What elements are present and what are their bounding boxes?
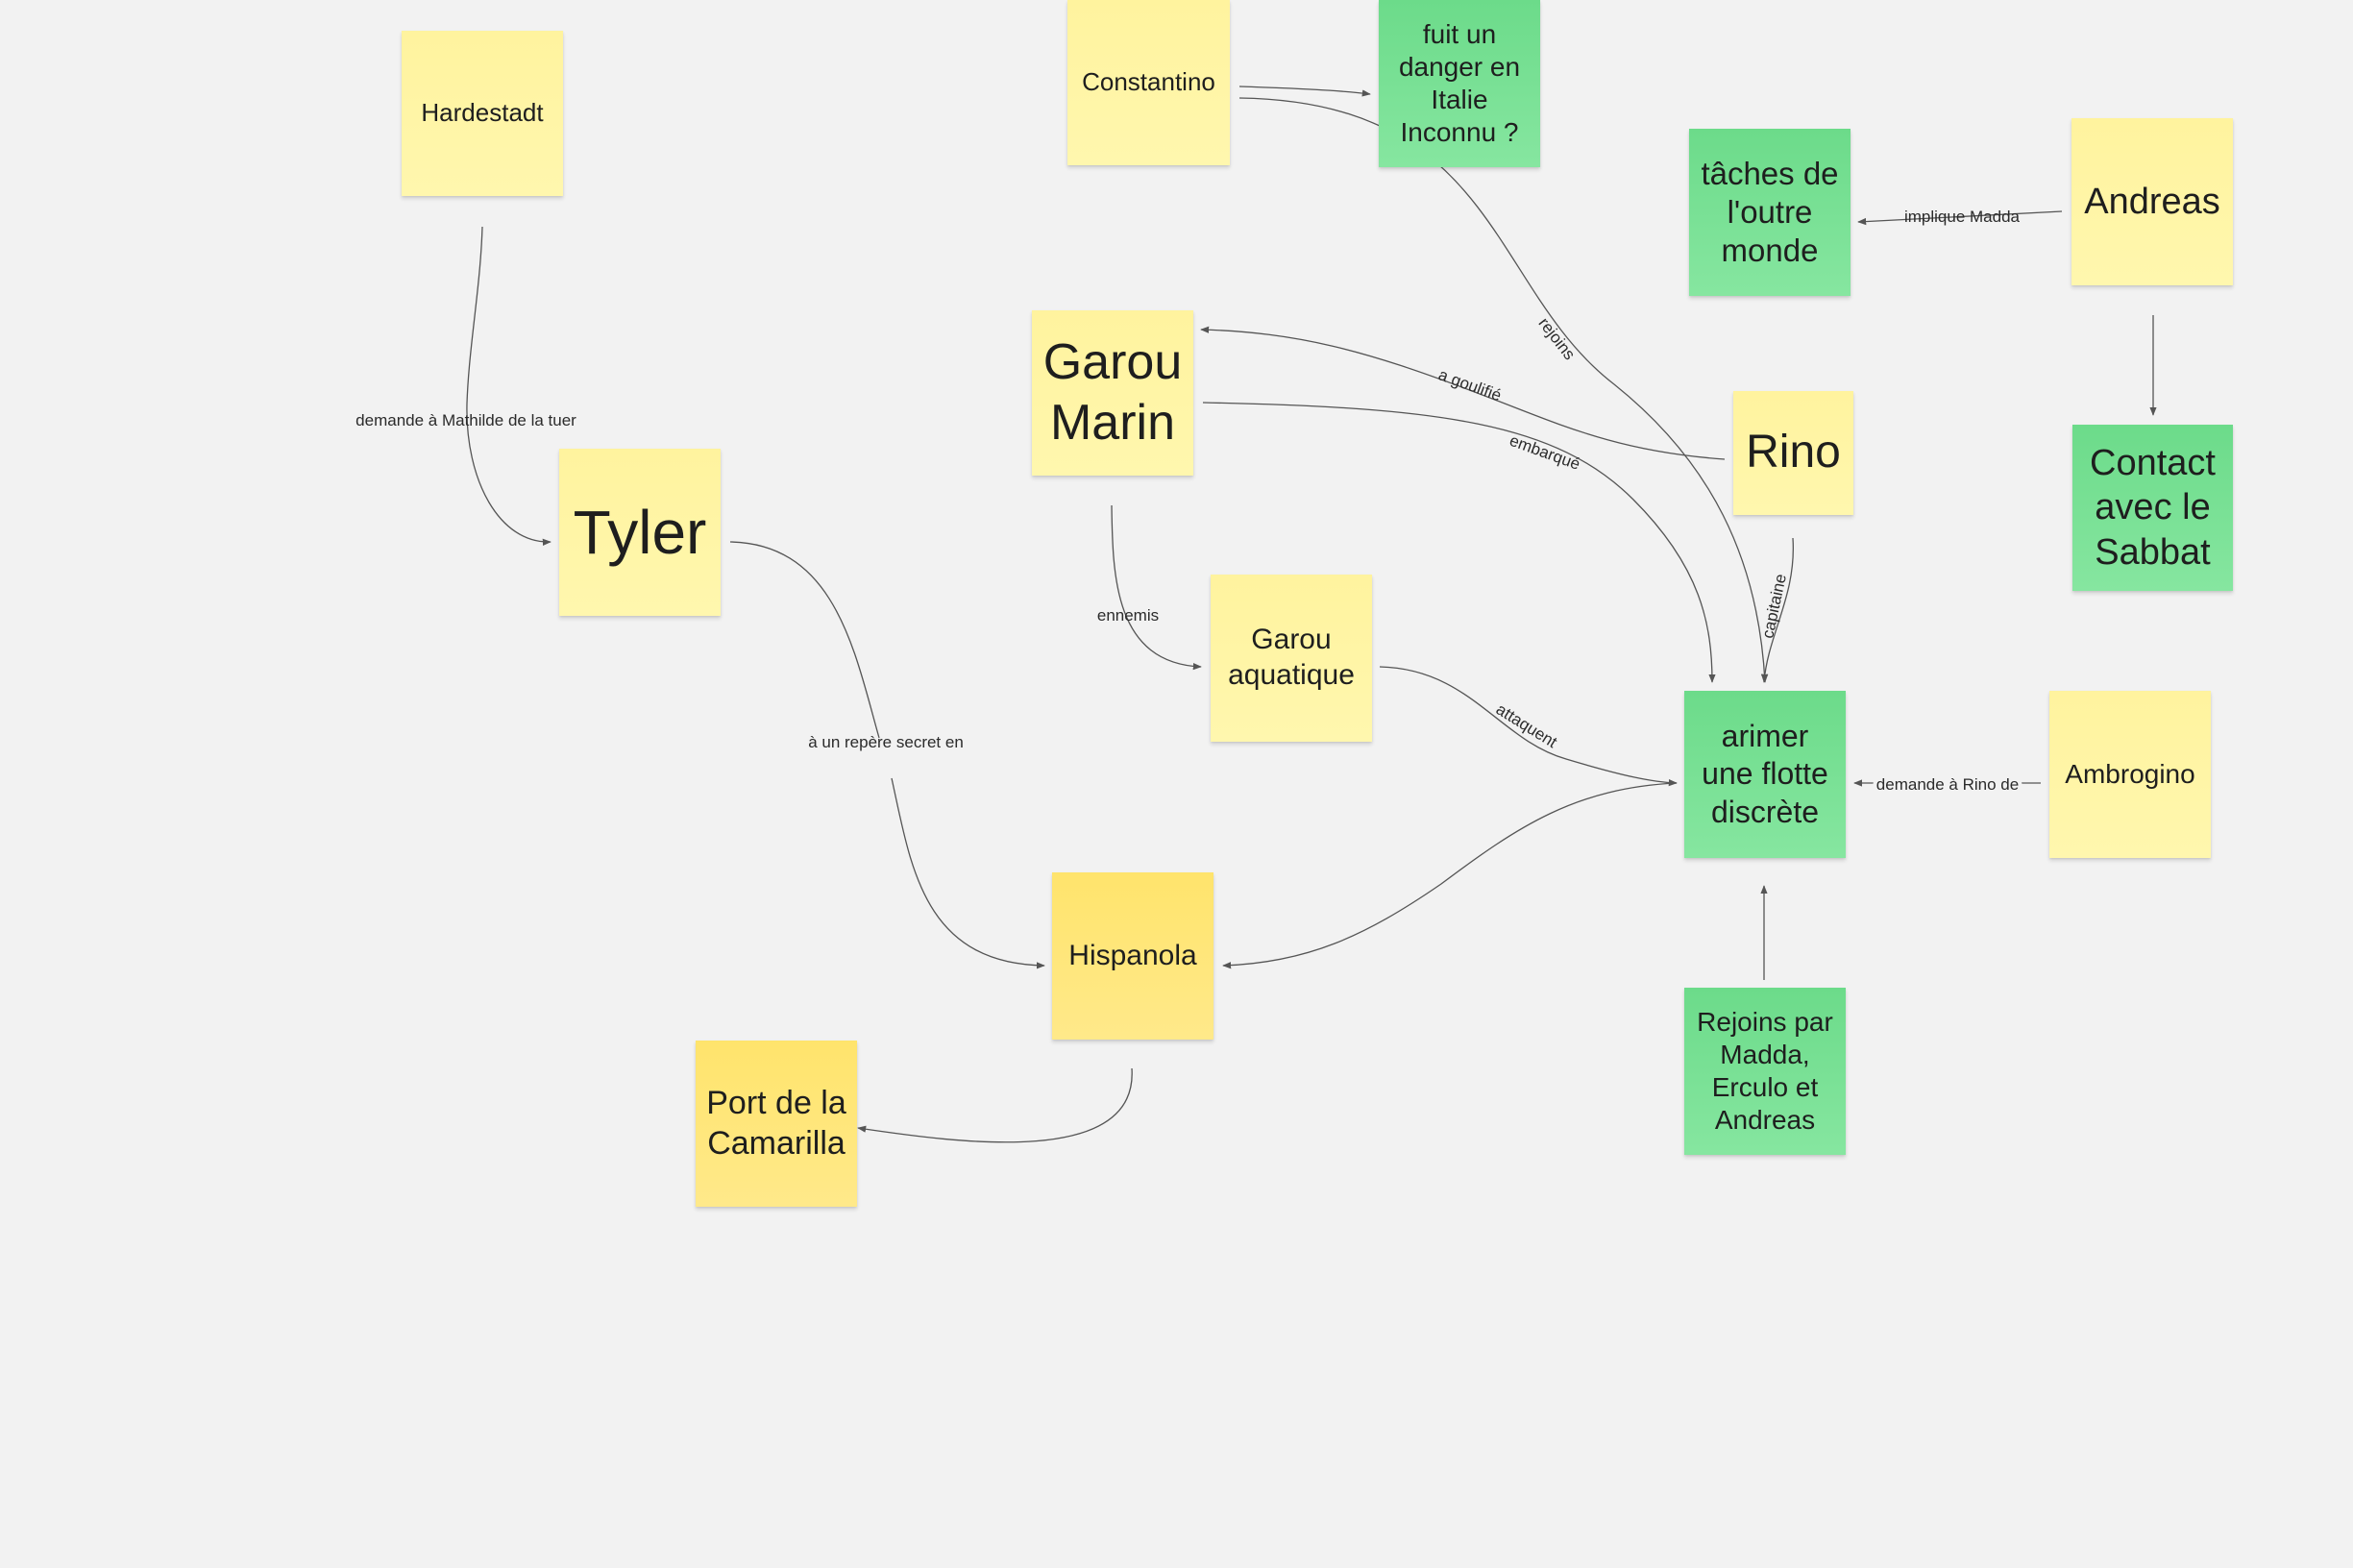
note-arimer-text: arimer une flotte discrète [1702, 719, 1828, 829]
note-hardestadt-text: Hardestadt [421, 98, 544, 128]
edge-arimer-hispanola[interactable] [1222, 782, 1678, 969]
note-rino-text: Rino [1746, 427, 1841, 478]
edge-rino-garou-marin[interactable] [1200, 326, 1726, 460]
note-hispanola[interactable]: Hispanola [1052, 872, 1213, 1040]
note-fuit-danger-text: fuit un danger en Italie Inconnu ? [1398, 18, 1521, 148]
edge-label-attaquent: attaquent [1493, 699, 1560, 751]
edge-label-capitaine: capitaine [1758, 573, 1790, 641]
note-contact-text: Contact avec le Sabbat [2090, 442, 2216, 573]
note-taches-text: tâches de l'outre monde [1701, 155, 1839, 269]
edge-label-implique-madda: implique Madda [1904, 208, 2021, 226]
note-garou-marin[interactable]: Garou Marin [1032, 310, 1193, 476]
note-arimer-flotte[interactable]: arimer une flotte discrète [1684, 691, 1846, 858]
edge-hispanola-port[interactable] [857, 1067, 1133, 1143]
edge-label-ennemis: ennemis [1097, 606, 1159, 625]
note-contact-sabbat[interactable]: Contact avec le Sabbat [2072, 425, 2233, 591]
note-rino[interactable]: Rino [1733, 391, 1853, 515]
edge-hardestadt-tyler[interactable] [466, 226, 551, 546]
edge-label-demande-rino: demande à Rino de [1876, 775, 2019, 794]
note-rejoins-par-text: Rejoins par Madda, Erculo et Andreas [1697, 1006, 1833, 1136]
edge-constantino-fuit[interactable] [1238, 86, 1371, 97]
note-tyler-text: Tyler [573, 497, 707, 567]
edge-label-embarque: embarqué [1507, 431, 1582, 474]
edge-andreas-taches[interactable] [1857, 210, 2063, 226]
edge-tyler-hispanola[interactable] [729, 541, 1044, 966]
note-rejoins-par[interactable]: Rejoins par Madda, Erculo et Andreas [1684, 988, 1846, 1155]
edge-garou-marin-arimer[interactable] [1202, 402, 1716, 683]
note-taches-outre-monde[interactable]: tâches de l'outre monde [1689, 129, 1851, 296]
edge-label-a-goulifie: a goulifié [1436, 365, 1504, 404]
note-ambrogino-text: Ambrogino [2065, 758, 2195, 789]
note-port-text: Port de la Camarilla [706, 1085, 846, 1162]
edge-rino-arimer[interactable] [1761, 537, 1794, 683]
edge-label-rejoins: rejoins [1534, 314, 1579, 363]
note-garou-marin-text: Garou Marin [1042, 333, 1183, 451]
note-hispanola-text: Hispanola [1068, 939, 1197, 971]
note-constantino[interactable]: Constantino [1067, 0, 1230, 165]
note-tyler[interactable]: Tyler [559, 449, 721, 616]
note-andreas[interactable]: Andreas [2071, 118, 2233, 285]
note-andreas-text: Andreas [2084, 181, 2220, 222]
edge-aquatique-arimer[interactable] [1379, 666, 1678, 787]
note-garou-aquatique-text: Garou aquatique [1228, 624, 1355, 691]
note-ambrogino[interactable]: Ambrogino [2049, 691, 2211, 858]
edge-label-repere-secret: à un repère secret en [808, 733, 964, 751]
note-constantino-text: Constantino [1082, 67, 1215, 97]
note-port-camarilla[interactable]: Port de la Camarilla [696, 1041, 857, 1207]
note-hardestadt[interactable]: Hardestadt [402, 31, 563, 196]
note-fuit-danger[interactable]: fuit un danger en Italie Inconnu ? [1379, 0, 1540, 167]
edge-garou-marin-aquatique[interactable] [1111, 504, 1202, 671]
note-garou-aquatique[interactable]: Garou aquatique [1211, 575, 1372, 742]
edge-label-demande-mathilde: demande à Mathilde de la tuer [355, 411, 576, 429]
